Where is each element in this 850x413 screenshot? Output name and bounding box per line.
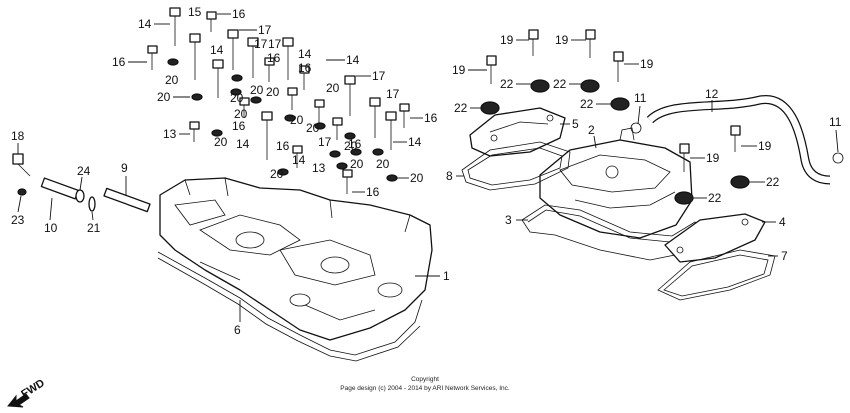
label-16: 16 (366, 185, 380, 199)
label-3: 3 (505, 213, 512, 227)
label-15: 15 (188, 5, 202, 19)
label-22: 22 (553, 77, 567, 91)
page-design-credit: Page design (c) 2004 - 2014 by ARI Netwo… (340, 385, 510, 392)
label-20: 20 (344, 139, 358, 153)
label-20: 20 (350, 157, 364, 171)
grommets[interactable] (480, 79, 750, 205)
label-19: 19 (706, 151, 720, 165)
cylinder-head-cover[interactable] (539, 127, 693, 239)
label-14: 14 (236, 137, 250, 151)
label-16: 16 (267, 51, 281, 65)
cover-bolts[interactable] (486, 29, 741, 172)
label-18: 18 (11, 129, 25, 143)
label-20: 20 (270, 167, 284, 181)
label-20: 20 (410, 171, 424, 185)
label-14: 14 (210, 43, 224, 57)
label-20: 20 (290, 113, 304, 127)
label-20: 20 (230, 91, 244, 105)
label-16: 16 (298, 61, 312, 75)
label-20: 20 (250, 83, 264, 97)
label-5: 5 (572, 117, 579, 131)
label-19: 19 (640, 57, 654, 71)
label-22: 22 (454, 101, 468, 115)
label-14: 14 (298, 47, 312, 61)
label-16: 16 (276, 139, 290, 153)
label-14: 14 (292, 153, 306, 167)
label-13: 13 (312, 161, 326, 175)
label-16: 16 (232, 7, 246, 21)
side-plate-gasket[interactable] (657, 249, 776, 301)
label-20: 20 (326, 81, 340, 95)
label-22: 22 (766, 175, 780, 189)
label-21: 21 (87, 221, 101, 235)
label-16: 16 (424, 111, 438, 125)
label-20: 20 (157, 90, 171, 104)
label-8: 8 (446, 169, 453, 183)
label-4: 4 (779, 215, 786, 229)
label-22: 22 (500, 77, 514, 91)
label-16: 16 (232, 119, 246, 133)
label-2: 2 (588, 123, 595, 137)
label-20: 20 (165, 73, 179, 87)
label-16: 16 (348, 137, 362, 151)
forward-arrow-icon: FWD (7, 377, 47, 408)
label-24: 24 (77, 164, 91, 178)
head-gasket[interactable] (157, 251, 423, 362)
label-17: 17 (254, 37, 268, 51)
label-17: 17 (386, 87, 400, 101)
label-17: 17 (258, 23, 272, 37)
breather-hose[interactable] (646, 95, 831, 185)
cylinder-head[interactable] (159, 177, 433, 341)
breather-cover[interactable] (469, 107, 566, 157)
label-10: 10 (44, 221, 58, 235)
side-plate[interactable] (664, 213, 766, 263)
label-23: 23 (11, 213, 25, 227)
label-11: 11 (634, 91, 647, 105)
label-1: 1 (443, 269, 450, 283)
label-19: 19 (500, 33, 514, 47)
label-19: 19 (758, 139, 772, 153)
label-17: 17 (268, 37, 282, 51)
breather-gasket[interactable] (461, 141, 571, 191)
label-12: 12 (705, 87, 719, 101)
label-6: 6 (234, 323, 241, 337)
label-20: 20 (266, 85, 280, 99)
label-19: 19 (452, 63, 466, 77)
hose-clip-left[interactable] (630, 122, 642, 134)
tachometer-gear-assembly[interactable] (12, 153, 151, 213)
label-14: 14 (346, 53, 360, 67)
hose-clip-right[interactable] (832, 152, 844, 164)
label-14: 14 (138, 17, 152, 31)
bolt-field[interactable] (147, 7, 410, 194)
label-22: 22 (708, 191, 722, 205)
label-20: 20 (234, 107, 248, 121)
label-20: 20 (376, 157, 390, 171)
label-17: 17 (318, 135, 332, 149)
label-14: 14 (408, 135, 422, 149)
copyright-line: Copyright (411, 376, 439, 383)
label-17: 17 (372, 69, 386, 83)
label-13: 13 (163, 127, 177, 141)
label-16: 16 (112, 55, 126, 69)
label-20: 20 (306, 121, 320, 135)
label-11: 11 (829, 115, 842, 129)
label-7: 7 (781, 249, 788, 263)
label-19: 19 (555, 33, 569, 47)
label-20: 20 (214, 135, 228, 149)
label-22: 22 (580, 97, 594, 111)
label-9: 9 (121, 161, 128, 175)
